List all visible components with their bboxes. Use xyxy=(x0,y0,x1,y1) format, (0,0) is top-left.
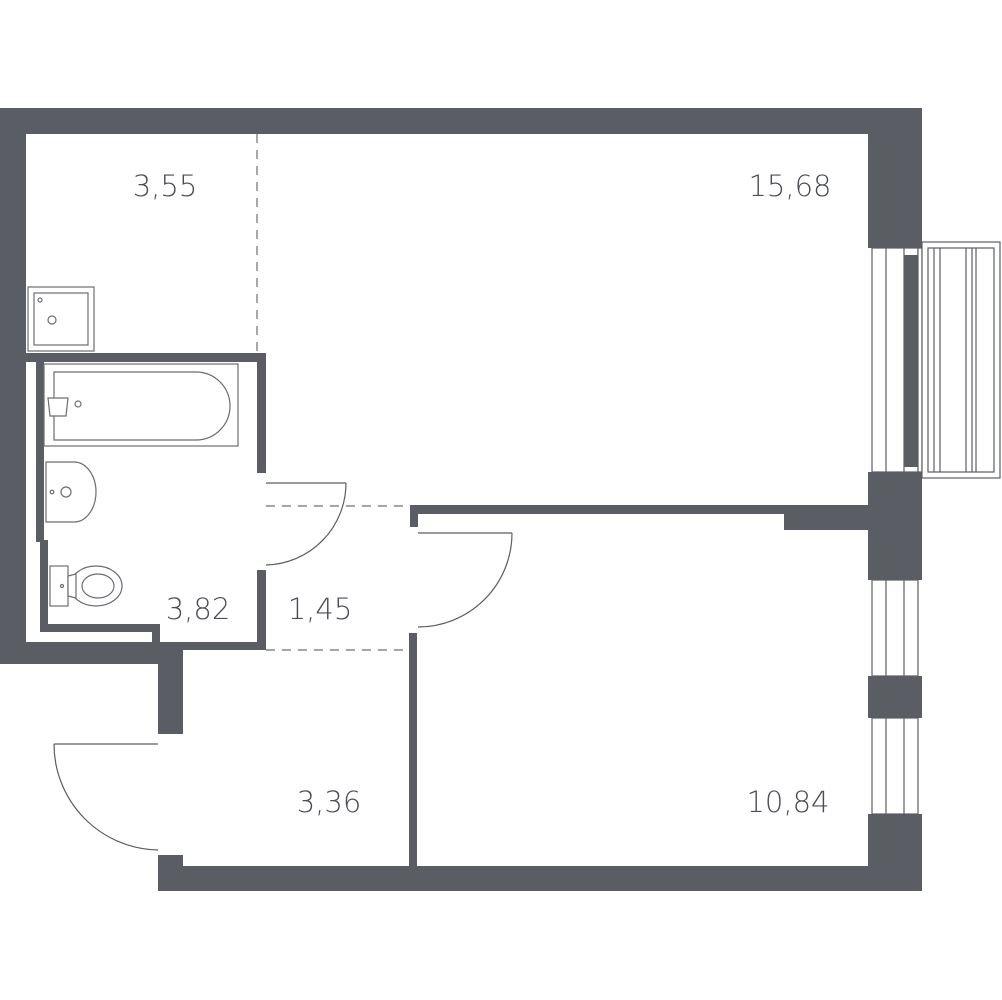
corridor-area-label: 1,45 xyxy=(288,592,353,626)
wall-bedroom-top xyxy=(410,505,868,514)
walls xyxy=(0,108,922,891)
zone-separators xyxy=(256,134,410,651)
wall-bathroom-right-upper xyxy=(257,353,266,473)
wall-right-bottom xyxy=(868,814,922,891)
door-bathroom xyxy=(265,482,347,566)
wall-right-pier xyxy=(868,676,922,718)
door-entrance xyxy=(53,743,159,851)
toilet-icon xyxy=(49,565,123,607)
window-living-room xyxy=(871,247,923,473)
wall-entrance-stub xyxy=(158,642,183,734)
sink-icon xyxy=(27,286,95,352)
living-room-area-label: 15,68 xyxy=(748,169,831,203)
window-bedroom-1 xyxy=(871,579,919,677)
wall-bath-inner-left xyxy=(36,362,44,542)
wall-bath-inner-left2 xyxy=(40,540,48,632)
wall-bathroom-top xyxy=(26,353,266,362)
wall-left xyxy=(0,108,26,664)
wall-bathroom-right-lower xyxy=(257,570,266,650)
bedroom-area-label: 10,84 xyxy=(746,785,829,819)
wall-right-top xyxy=(868,108,922,248)
door-bedroom xyxy=(417,532,513,628)
bathroom-area-label: 3,82 xyxy=(166,592,231,626)
wall-left-bottom xyxy=(0,642,183,664)
wall-bedroom-top-thick xyxy=(784,505,868,530)
area-labels: 3,55 15,68 3,82 1,45 3,36 10,84 xyxy=(133,169,832,819)
wall-top xyxy=(0,108,922,134)
doors xyxy=(53,482,513,851)
window-bedroom-2 xyxy=(871,717,919,815)
wall-right-mid xyxy=(868,472,922,580)
windows xyxy=(871,247,923,815)
wall-bedroom-left xyxy=(409,633,417,866)
fixtures xyxy=(27,286,239,607)
entrance-hall-area-label: 3,36 xyxy=(297,785,362,819)
balcony xyxy=(921,241,1001,479)
wall-bath-inner-right xyxy=(152,624,160,644)
wall-bedroom-jamb xyxy=(410,505,418,527)
wall-bathroom-bottom xyxy=(158,642,266,650)
washbasin-icon xyxy=(45,461,97,523)
wall-bath-inner-bottom xyxy=(40,624,160,632)
wall-bottom xyxy=(158,866,922,891)
bathtub-icon xyxy=(43,363,239,447)
kitchen-area-label: 3,55 xyxy=(133,169,198,203)
